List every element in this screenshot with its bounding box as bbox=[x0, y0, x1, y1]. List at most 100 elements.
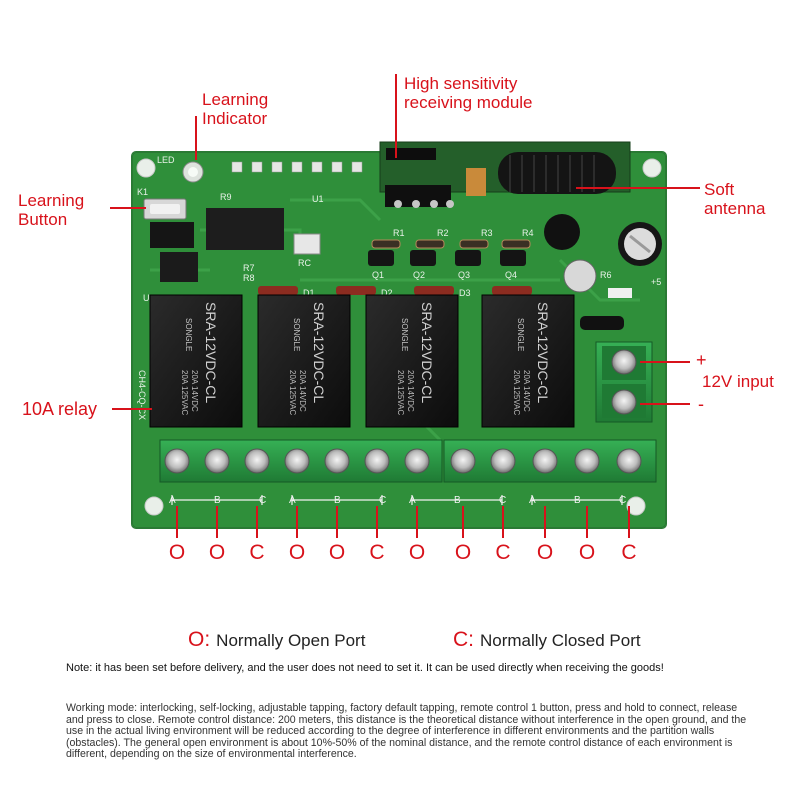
leader-lines bbox=[110, 74, 700, 538]
port-letter-2: O bbox=[208, 541, 226, 564]
port-letter-11: O bbox=[578, 541, 596, 564]
terminal-label-4-c: C bbox=[619, 495, 626, 506]
silk-r4: R4 bbox=[522, 228, 534, 238]
terminal-screw-9[interactable] bbox=[490, 448, 516, 474]
callout-relay: 10A relay bbox=[22, 399, 98, 419]
callout-learning-button-line2: Button bbox=[18, 210, 68, 229]
relay-3-brand: SONGLE bbox=[400, 318, 409, 351]
terminal-label-1-c: C bbox=[259, 495, 266, 506]
silk-d1: D1 bbox=[303, 288, 315, 298]
silk-u3: U3 bbox=[143, 293, 155, 303]
power-screw-plus[interactable] bbox=[611, 349, 637, 375]
port-letter-3: C bbox=[249, 541, 265, 564]
relay-4-brand: SONGLE bbox=[516, 318, 525, 351]
capacitor-large bbox=[618, 222, 662, 266]
callout-power-minus: - bbox=[698, 394, 704, 414]
port-letter-1: O bbox=[168, 541, 186, 564]
port-letter-12: C bbox=[621, 541, 637, 564]
relay-4-rating-b: 20A 125VAC bbox=[512, 370, 521, 415]
callout-module-line2: receiving module bbox=[404, 93, 533, 112]
silk-r1: R1 bbox=[393, 228, 405, 238]
ic-u3 bbox=[160, 252, 198, 282]
silk-q3: Q3 bbox=[458, 270, 470, 280]
learning-button[interactable] bbox=[143, 198, 187, 220]
silk-d2: D2 bbox=[381, 288, 393, 298]
silk-r7: R7 bbox=[243, 263, 255, 273]
working-mode-description: Working mode: interlocking, self-locking… bbox=[66, 702, 747, 761]
relay-3: SRA-12VDC-CL SONGLE 20A 14VDC 20A 125VAC bbox=[365, 294, 459, 428]
legend-open-symbol: O: bbox=[188, 628, 211, 651]
legend-closed: C: Normally Closed Port bbox=[453, 628, 641, 652]
terminal-screw-12[interactable] bbox=[616, 448, 642, 474]
silk-q2: Q2 bbox=[413, 270, 425, 280]
power-screw-minus[interactable] bbox=[611, 389, 637, 415]
silk-r9: R9 bbox=[220, 192, 232, 202]
terminal-screw-11[interactable] bbox=[574, 448, 600, 474]
callout-learning-indicator: Learning Indicator bbox=[202, 90, 268, 128]
silk-q4: Q4 bbox=[505, 270, 517, 280]
legend-closed-text: Normally Closed Port bbox=[480, 631, 641, 650]
terminal-screw-4[interactable] bbox=[284, 448, 310, 474]
relay-1: SRA-12VDC-CL SONGLE 20A 14VDC 20A 125VAC bbox=[149, 294, 243, 428]
capacitor-medium bbox=[544, 214, 597, 293]
relay-3-rating-a: 20A 14VDC bbox=[406, 370, 415, 412]
power-terminal bbox=[595, 341, 653, 423]
relay-3-model: SRA-12VDC-CL bbox=[419, 302, 435, 403]
ic-small bbox=[150, 222, 194, 248]
port-letter-9: C bbox=[495, 541, 511, 564]
callout-module: High sensitivity receiving module bbox=[404, 74, 533, 112]
terminal-label-3-b: B bbox=[454, 495, 461, 506]
silk-rc: RC bbox=[298, 258, 311, 268]
terminal-screw-10[interactable] bbox=[532, 448, 558, 474]
legend-open-text: Normally Open Port bbox=[216, 631, 366, 650]
relay-2: SRA-12VDC-CL SONGLE 20A 14VDC 20A 125VAC bbox=[257, 294, 351, 428]
silk-r6: R6 bbox=[600, 270, 612, 280]
terminal-label-1-b: B bbox=[214, 495, 221, 506]
terminal-label-1-a: A bbox=[169, 495, 176, 506]
relays: SRA-12VDC-CL SONGLE 20A 14VDC 20A 125VAC… bbox=[149, 294, 575, 428]
terminal-label-4-b: B bbox=[574, 495, 581, 506]
terminal-screw-8[interactable] bbox=[450, 448, 476, 474]
callout-power-plus: + bbox=[696, 350, 707, 370]
legend-open: O: Normally Open Port bbox=[188, 628, 365, 652]
callout-learning-button: Learning Button bbox=[18, 191, 84, 229]
legend-closed-symbol: C: bbox=[453, 628, 474, 651]
antenna-coil bbox=[498, 152, 616, 194]
callout-antenna-line1: Soft bbox=[704, 180, 735, 199]
relay-2-brand: SONGLE bbox=[292, 318, 301, 351]
callout-learning-indicator-line2: Indicator bbox=[202, 109, 268, 128]
port-letter-7: O bbox=[408, 541, 426, 564]
port-letter-6: C bbox=[369, 541, 385, 564]
crystal bbox=[580, 316, 624, 330]
silk-r8: R8 bbox=[243, 273, 255, 283]
terminal-screw-5[interactable] bbox=[324, 448, 350, 474]
relay-4-rating-a: 20A 14VDC bbox=[522, 370, 531, 412]
terminal-screw-3[interactable] bbox=[244, 448, 270, 474]
relay-2-rating-a: 20A 14VDC bbox=[298, 370, 307, 412]
terminal-screw-2[interactable] bbox=[204, 448, 230, 474]
smd-resistor bbox=[608, 288, 632, 298]
silk-r2: R2 bbox=[437, 228, 449, 238]
callout-power-label: 12V input bbox=[702, 372, 774, 391]
terminal-screw-1[interactable] bbox=[164, 448, 190, 474]
relay-4-model: SRA-12VDC-CL bbox=[535, 302, 551, 403]
relay-1-model: SRA-12VDC-CL bbox=[203, 302, 219, 403]
relay-3-rating-b: 20A 125VAC bbox=[396, 370, 405, 415]
port-letter-8: O bbox=[454, 541, 472, 564]
relay-1-brand: SONGLE bbox=[184, 318, 193, 351]
port-letter-4: O bbox=[288, 541, 306, 564]
terminal-label-2-c: C bbox=[379, 495, 386, 506]
terminal-screw-7[interactable] bbox=[404, 448, 430, 474]
silk-r3: R3 bbox=[481, 228, 493, 238]
silk-q1: Q1 bbox=[372, 270, 384, 280]
port-letter-5: O bbox=[328, 541, 346, 564]
terminal-screw-6[interactable] bbox=[364, 448, 390, 474]
silk-led: LED bbox=[157, 155, 175, 165]
ic-u1 bbox=[206, 208, 284, 250]
relay-2-rating-b: 20A 125VAC bbox=[288, 370, 297, 415]
relay-1-rating-a: 20A 14VDC bbox=[190, 370, 199, 412]
terminal-label-3-c: C bbox=[499, 495, 506, 506]
callout-learning-button-line1: Learning bbox=[18, 191, 85, 210]
